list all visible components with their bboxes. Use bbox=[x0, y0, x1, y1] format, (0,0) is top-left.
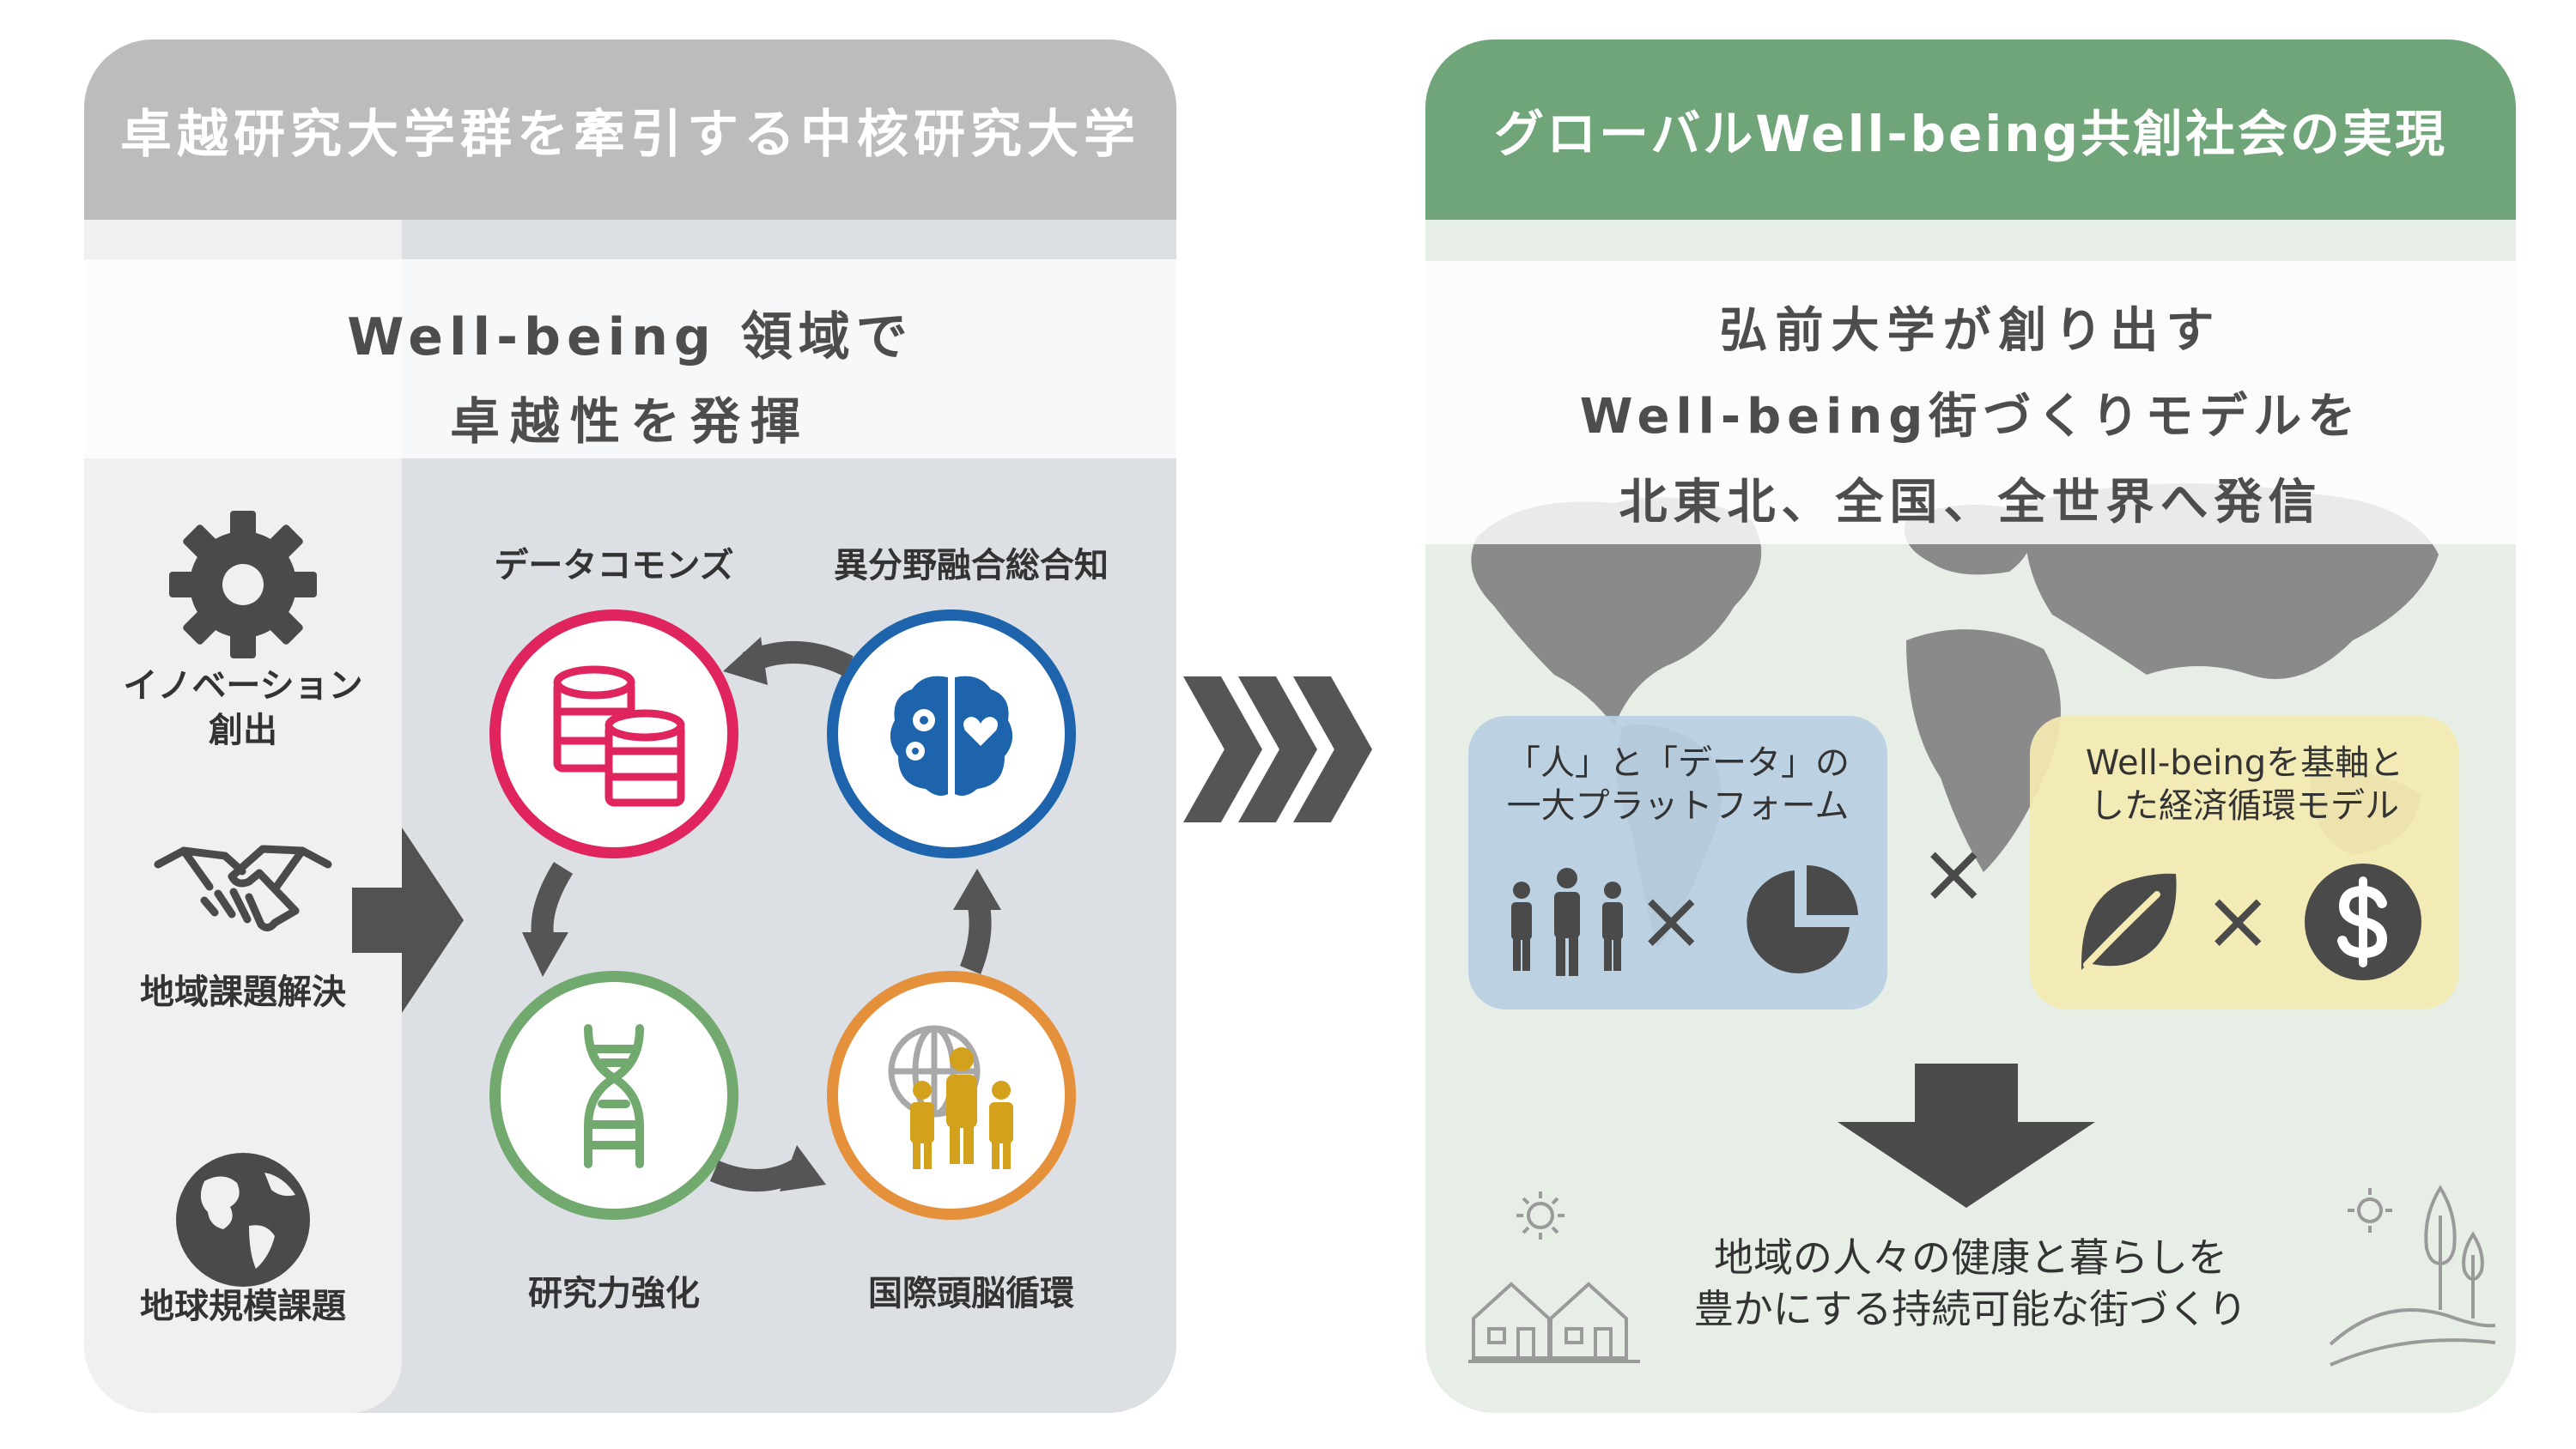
left-headline-band: Well-being 領域で 卓越性を発揮 bbox=[84, 259, 1176, 458]
globe-icon bbox=[176, 1153, 310, 1287]
left-headline-line2: 卓越性を発揮 bbox=[449, 392, 811, 451]
right-arrow-icon bbox=[352, 828, 464, 1013]
left-headline-line1: Well-being 領域で bbox=[347, 307, 914, 367]
right-header: グローバルWell-being共創社会の実現 bbox=[1425, 39, 2516, 220]
cycle-arrows bbox=[522, 637, 1001, 1192]
handshake-icon bbox=[154, 845, 332, 931]
down-arrow-icon bbox=[1838, 1064, 2095, 1208]
result-line2: 豊かにする持続可能な街づくり bbox=[1693, 1286, 2248, 1332]
houses-icon bbox=[1468, 1191, 1640, 1363]
side-label-global: 地球規模課題 bbox=[140, 1287, 346, 1326]
people-icon bbox=[1511, 868, 1623, 976]
trees-landscape-icon bbox=[2329, 1185, 2496, 1367]
left-header: 卓越研究大学群を牽引する中核研究大学 bbox=[84, 39, 1176, 220]
left-panel: 卓越研究大学群を牽引する中核研究大学 Well-being 領域で 卓越性を発揮… bbox=[84, 39, 1176, 1413]
times-mark-1: × bbox=[1637, 872, 1706, 968]
economy-box-line1: Well-beingを基軸と bbox=[2085, 743, 2404, 783]
node-label-data-commons: データコモンズ bbox=[494, 546, 734, 585]
right-header-title: グローバルWell-being共創社会の実現 bbox=[1493, 105, 2448, 163]
result-line1: 地域の人々の健康と暮らしを bbox=[1714, 1234, 2227, 1281]
coins-icon bbox=[553, 665, 685, 807]
side-label-innovation-2: 創出 bbox=[209, 711, 277, 750]
brain-icon bbox=[890, 676, 1013, 796]
platform-box-line1: 「人」と「データ」の bbox=[1506, 743, 1850, 783]
node-label-research: 研究力強化 bbox=[528, 1274, 700, 1313]
right-headline-band: 弘前大学が創り出す Well-being街づくりモデルを 北東北、全国、全世界へ… bbox=[1425, 261, 2516, 544]
times-mark-center: × bbox=[1919, 825, 1989, 921]
side-label-regional: 地域課題解決 bbox=[140, 973, 346, 1012]
platform-box: 「人」と「データ」の 一大プラットフォーム × bbox=[1468, 716, 1887, 1009]
dollar-coin-icon bbox=[2305, 864, 2421, 980]
right-headline-line2: Well-being街づくりモデルを bbox=[1579, 389, 2362, 445]
right-headline-line1: 弘前大学が創り出す bbox=[1719, 303, 2222, 359]
node-label-interdisciplinary: 異分野融合総合知 bbox=[834, 546, 1109, 585]
left-header-title: 卓越研究大学群を牽引する中核研究大学 bbox=[120, 104, 1140, 165]
gear-icon bbox=[169, 511, 317, 658]
economy-box: Well-beingを基軸と した経済循環モデル × bbox=[2030, 716, 2459, 1009]
leaf-icon bbox=[2081, 873, 2177, 970]
side-label-innovation: イノベーション bbox=[123, 666, 363, 706]
times-mark-2: × bbox=[2203, 872, 2273, 968]
pie-chart-icon bbox=[1747, 865, 1858, 973]
chevrons-icon bbox=[1183, 676, 1372, 822]
dna-icon bbox=[584, 1024, 644, 1168]
node-label-brain-circulation: 国際頭脳循環 bbox=[868, 1274, 1074, 1313]
global-people-icon bbox=[888, 1025, 1013, 1169]
right-panel: グローバルWell-being共創社会の実現 弘前大学が創り出す Well-be… bbox=[1425, 39, 2516, 1413]
right-headline-line3: 北東北、全国、全世界へ発信 bbox=[1619, 475, 2323, 530]
interdisciplinary-circle bbox=[827, 609, 1076, 858]
economy-box-line2: した経済循環モデル bbox=[2090, 786, 2399, 826]
platform-box-line2: 一大プラットフォーム bbox=[1506, 786, 1850, 826]
